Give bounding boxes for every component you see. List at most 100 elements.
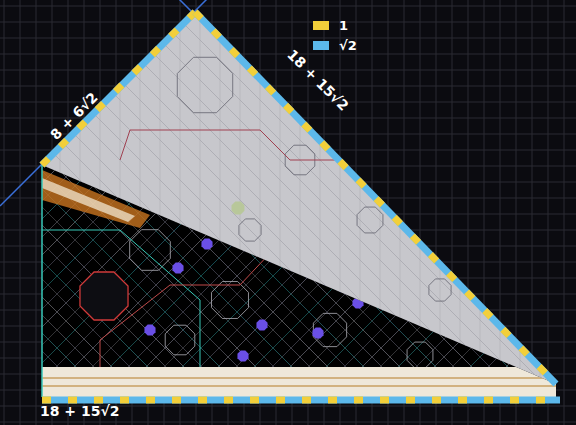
tile-line (0, 0, 300, 400)
grid-line (564, 0, 565, 425)
tile-line (380, 0, 576, 400)
tile-line (20, 0, 420, 400)
purple-tile (237, 350, 248, 361)
tile-line (40, 0, 41, 400)
tile-line (260, 0, 576, 400)
tile-line (120, 0, 520, 400)
tile-line (0, 165, 6, 405)
tile-line (540, 0, 576, 400)
tile-line (220, 0, 576, 400)
tile-line (360, 0, 361, 400)
sqrt2-segments (195, 12, 556, 384)
purple-tile (256, 319, 267, 330)
band-line (42, 385, 560, 387)
dimension-label: 18 + 15√2 (285, 47, 351, 113)
tile-line (480, 0, 481, 400)
purple-tile (201, 238, 212, 249)
octagon-tile (177, 57, 232, 112)
tile-line (400, 0, 576, 400)
tile-line (260, 0, 261, 400)
octagon-tile (165, 325, 195, 355)
tile-line (500, 0, 501, 400)
bottom-band (42, 367, 562, 397)
tile-line (0, 0, 220, 400)
tile-line (200, 0, 201, 400)
tile-line (340, 0, 341, 400)
tile-line (480, 0, 576, 400)
tile-line (120, 0, 121, 400)
octagon-tile (212, 282, 249, 319)
tile-line (0, 0, 400, 400)
octagon-tile (313, 313, 346, 346)
unit-segments (42, 397, 560, 404)
grid-line (4, 0, 5, 425)
legend-swatch (313, 41, 329, 50)
tile-line (280, 0, 281, 400)
tile-line (0, 165, 6, 405)
unit-segments (195, 12, 556, 384)
grid-line (0, 86, 576, 87)
tile-line (0, 0, 360, 400)
legend-swatch (313, 21, 329, 30)
upper-tiling (0, 0, 576, 400)
tile-line (540, 0, 541, 400)
red-octagon (80, 272, 128, 320)
tile-line (180, 0, 181, 400)
tile-line (560, 0, 561, 400)
tile-line (0, 0, 200, 400)
tile-line (200, 0, 576, 400)
tile-line (100, 0, 500, 400)
octagon-tile (357, 207, 383, 233)
tile-line (180, 0, 576, 400)
tile-line (520, 0, 576, 400)
tile-line (420, 0, 576, 400)
octagon-tile (429, 279, 451, 301)
tile-line (360, 0, 576, 400)
tile-line (240, 0, 576, 400)
tile-line (320, 0, 576, 400)
bottom-edge (42, 400, 560, 401)
tile-line (558, 165, 576, 405)
grid-line (0, 422, 576, 423)
tile-line (140, 0, 141, 400)
tile-line (560, 0, 576, 400)
tile-line (320, 0, 321, 400)
purple-tile (144, 324, 155, 335)
tile-line (140, 0, 540, 400)
tile-line (20, 0, 21, 400)
tile-line (0, 165, 42, 405)
grid-line (20, 0, 21, 425)
green-tile (232, 202, 245, 215)
tile-line (420, 0, 421, 400)
tile-line (400, 0, 401, 400)
tile-line (80, 0, 81, 400)
legend-text: √2 (339, 39, 357, 52)
octagon-tile (239, 219, 261, 241)
tile-line (440, 0, 441, 400)
frame-line (120, 130, 340, 160)
tile-line (60, 0, 460, 400)
tile-line (280, 0, 576, 400)
grid-line (0, 38, 576, 39)
grid-line (0, 22, 576, 23)
tile-line (0, 165, 24, 405)
legend-text: 1 (339, 19, 348, 32)
tile-line (0, 0, 1, 400)
tile-line (0, 0, 240, 400)
grid-line (0, 6, 576, 7)
tile-line (60, 0, 61, 400)
tile-line (80, 0, 480, 400)
blue-wedge (42, 165, 150, 215)
band-line (42, 377, 560, 379)
tile-line (0, 0, 380, 400)
tile-line (160, 0, 560, 400)
sqrt2-segments (42, 397, 560, 404)
short-edge (42, 12, 195, 165)
tile-line (440, 0, 576, 400)
purple-tile (172, 262, 183, 273)
tile-line (0, 0, 260, 400)
sqrt2-segments (42, 12, 195, 165)
